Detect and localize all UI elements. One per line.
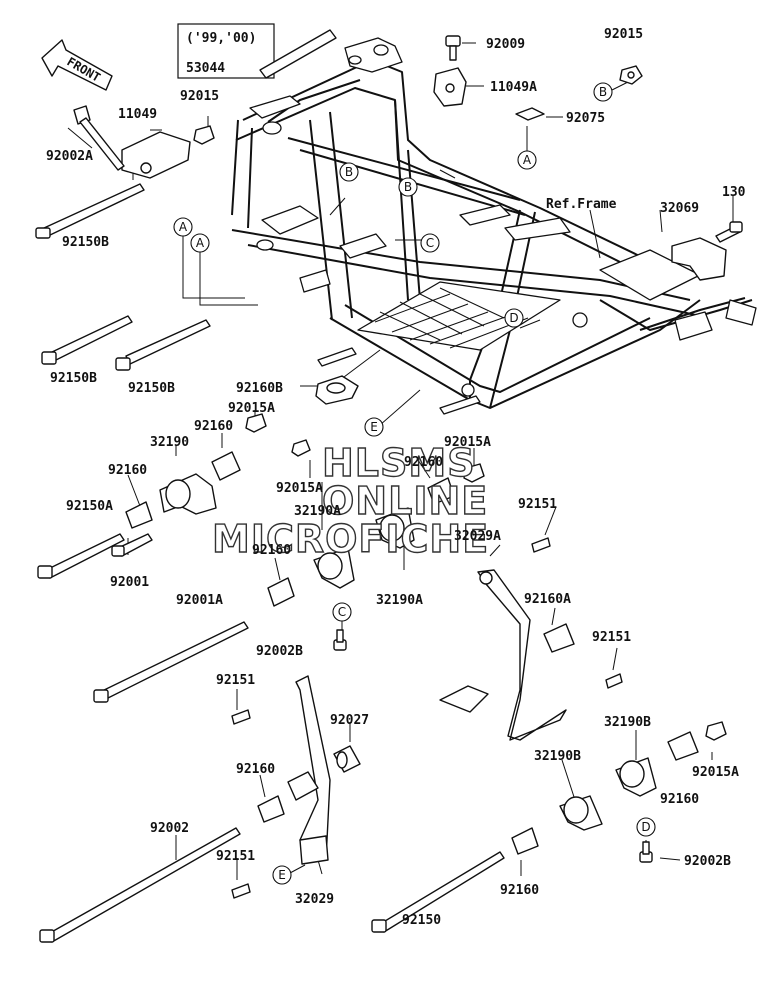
svg-text:E: E [370, 420, 378, 434]
label-32190B-a: 32190B [604, 715, 651, 730]
label-32190A-b: 32190A [376, 593, 423, 608]
ref-marker-b3: B [398, 177, 418, 197]
svg-text:E: E [278, 868, 286, 882]
label-92160-c: 92160 [404, 455, 443, 470]
label-92001: 92001 [110, 575, 149, 590]
label-92002B-a: 92002B [256, 644, 303, 659]
front-label: FRONT [65, 54, 103, 84]
svg-text:A: A [179, 220, 188, 234]
ref-marker-a3: A [190, 233, 210, 253]
label-92027: 92027 [330, 713, 369, 728]
label-92015A-b: 92015A [444, 435, 491, 450]
svg-text:B: B [345, 165, 353, 179]
label-32029: 32029 [295, 892, 334, 907]
label-92150A: 92150A [66, 499, 113, 514]
watermark: HLSMS ONLINE MICROFICHE [211, 440, 489, 561]
label-92150B-b: 92150B [50, 371, 97, 386]
svg-text:B: B [404, 180, 412, 194]
watermark-line-1: HLSMS [322, 441, 476, 485]
watermark-line-2: ONLINE [322, 479, 488, 523]
ref-marker-e1: E [364, 417, 384, 437]
label-92160-e: 92160 [236, 762, 275, 777]
label-92150: 92150 [402, 913, 441, 928]
ref-marker-b2: B [339, 162, 359, 182]
svg-text:D: D [641, 820, 650, 834]
label-92001A: 92001A [176, 593, 223, 608]
label-92015-left: 92015 [180, 89, 219, 104]
svg-text:D: D [509, 311, 518, 325]
svg-text:A: A [196, 236, 205, 250]
label-92151-c: 92151 [216, 673, 255, 688]
label-92160-b: 92160 [108, 463, 147, 478]
reference-markers: B A B B A A C D [173, 82, 656, 885]
svg-text:B: B [599, 85, 607, 99]
ref-marker-c2: C [332, 602, 352, 622]
label-ref-frame: Ref.Frame [546, 197, 617, 212]
main-frame [231, 37, 757, 415]
label-92002: 92002 [150, 821, 189, 836]
ref-marker-b1: B [593, 82, 613, 102]
label-92160B: 92160B [236, 381, 283, 396]
label-92015A-a: 92015A [228, 401, 275, 416]
label-92015-top: 92015 [604, 27, 643, 42]
ref-marker-a2: A [173, 217, 193, 237]
svg-text:C: C [426, 236, 434, 250]
label-92002B-b: 92002B [684, 854, 731, 869]
ref-marker-c1: C [420, 233, 440, 253]
callout-years: ('99,'00) [186, 31, 256, 46]
label-32069: 32069 [660, 201, 699, 216]
label-92160-a: 92160 [194, 419, 233, 434]
ref-marker-d2: D [636, 817, 656, 837]
label-92002A: 92002A [46, 149, 93, 164]
label-32190: 32190 [150, 435, 189, 450]
ref-marker-a1: A [517, 150, 537, 170]
front-direction-arrow: FRONT [41, 39, 113, 91]
label-92151-b: 92151 [592, 630, 631, 645]
label-92015A-d: 92015A [692, 765, 739, 780]
label-11049: 11049 [118, 107, 157, 122]
ref-marker-d1: D [504, 308, 524, 328]
label-92151-d: 92151 [216, 849, 255, 864]
label-92075: 92075 [566, 111, 605, 126]
label-92160A: 92160A [524, 592, 571, 607]
year-callout-box: ('99,'00) 53044 [177, 23, 337, 79]
label-92015A-c: 92015A [276, 481, 323, 496]
watermark-line-3: MICROFICHE [212, 517, 489, 561]
svg-text:C: C [338, 605, 346, 619]
label-92160-f: 92160 [660, 792, 699, 807]
label-32029A: 32029A [454, 529, 501, 544]
ref-marker-e2: E [272, 865, 292, 885]
callout-part-number: 53044 [186, 61, 225, 76]
label-92160-d: 92160 [252, 543, 291, 558]
label-92009: 92009 [486, 37, 525, 52]
label-32190A-a: 32190A [294, 504, 341, 519]
label-11049A: 11049A [490, 80, 537, 95]
label-92150B-a: 92150B [62, 235, 109, 250]
part-labels: 92009 92015 11049A 92075 11049 92015 920… [46, 27, 746, 928]
label-130: 130 [722, 185, 746, 200]
svg-text:A: A [523, 153, 532, 167]
small-parts [35, 35, 743, 943]
label-92160-g: 92160 [500, 883, 539, 898]
label-92151-a: 92151 [518, 497, 557, 512]
label-92150B-c: 92150B [128, 381, 175, 396]
label-32190B-b: 32190B [534, 749, 581, 764]
